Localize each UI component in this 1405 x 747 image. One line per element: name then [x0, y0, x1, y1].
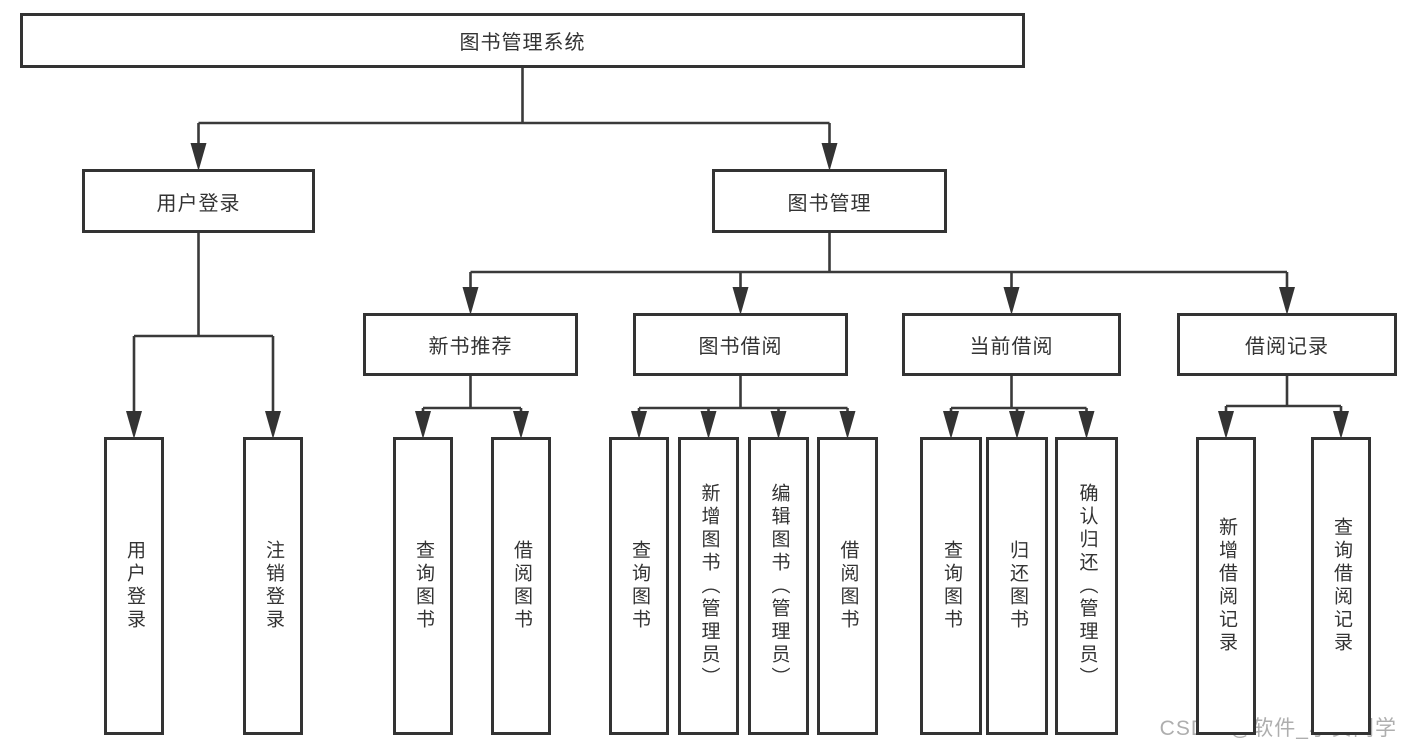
arrow-down-icon: [1078, 411, 1095, 439]
leaf-logout: 注销登录: [243, 437, 303, 735]
connector-from-current: [943, 376, 1095, 439]
arrow-down-icon: [1009, 411, 1025, 439]
connector-from-bookborrow: [631, 376, 856, 439]
leaf-query-books-1-label: 查询图书: [412, 540, 434, 632]
leaf-logout-label: 注销登录: [262, 540, 284, 632]
arrow-down-icon: [631, 411, 647, 439]
leaf-query-borrow-record-label: 查询借阅记录: [1330, 517, 1352, 655]
node-current-borrowing: 当前借阅: [902, 313, 1121, 376]
connector-from-root: [190, 68, 838, 171]
leaf-edit-book-admin-label: 编辑图书（管理员）: [768, 482, 790, 690]
leaf-query-borrow-record: 查询借阅记录: [1311, 437, 1371, 735]
connector-from-newbook: [415, 376, 529, 439]
node-user-login: 用户登录: [82, 169, 315, 233]
leaf-add-book-admin: 新增图书（管理员）: [678, 437, 739, 735]
leaf-query-books-2-label: 查询图书: [628, 540, 650, 632]
connector-from-records: [1218, 376, 1349, 439]
node-borrow-records-label: 借阅记录: [1245, 336, 1329, 358]
arrow-down-icon: [821, 143, 838, 171]
leaf-user-login-label: 用户登录: [123, 540, 145, 632]
arrow-down-icon: [462, 287, 479, 315]
arrow-down-icon: [513, 411, 529, 439]
arrow-down-icon: [770, 411, 787, 439]
leaf-query-books-3: 查询图书: [920, 437, 982, 735]
node-book-borrowing: 图书借阅: [633, 313, 848, 376]
connector-from-bookmgmt: [462, 233, 1295, 315]
node-new-book-recommend: 新书推荐: [363, 313, 578, 376]
leaf-add-borrow-record-label: 新增借阅记录: [1215, 517, 1237, 655]
leaf-edit-book-admin: 编辑图书（管理员）: [748, 437, 809, 735]
node-library-management-system: 图书管理系统: [20, 13, 1025, 68]
leaf-query-books-3-label: 查询图书: [940, 540, 962, 632]
leaf-add-book-admin-label: 新增图书（管理员）: [698, 482, 720, 690]
arrow-down-icon: [732, 287, 749, 315]
arrow-down-icon: [126, 411, 142, 439]
leaf-return-book: 归还图书: [986, 437, 1048, 735]
node-user-login-label: 用户登录: [156, 192, 241, 215]
leaf-query-books-2: 查询图书: [609, 437, 669, 735]
leaf-borrow-books-2: 借阅图书: [817, 437, 878, 735]
connector-from-login: [126, 233, 281, 439]
arrow-down-icon: [1003, 287, 1020, 315]
arrow-down-icon: [190, 143, 207, 171]
leaf-return-book-label: 归还图书: [1006, 540, 1028, 632]
leaf-borrow-books-1-label: 借阅图书: [510, 540, 532, 632]
arrow-down-icon: [1333, 411, 1349, 439]
arrow-down-icon: [839, 411, 856, 439]
node-current-borrowing-label: 当前借阅: [969, 336, 1054, 358]
arrow-down-icon: [943, 411, 959, 439]
node-book-management-label: 图书管理: [787, 192, 872, 215]
arrow-down-icon: [700, 411, 717, 439]
arrow-down-icon: [265, 411, 281, 439]
node-book-borrowing-label: 图书借阅: [698, 336, 783, 358]
leaf-borrow-books-1: 借阅图书: [491, 437, 551, 735]
leaf-confirm-return-admin-label: 确认归还（管理员）: [1076, 482, 1098, 690]
arrow-down-icon: [1279, 287, 1295, 315]
leaf-borrow-books-2-label: 借阅图书: [837, 540, 859, 632]
node-new-book-recommend-label: 新书推荐: [428, 336, 513, 358]
leaf-confirm-return-admin: 确认归还（管理员）: [1055, 437, 1118, 735]
node-book-management: 图书管理: [712, 169, 947, 233]
leaf-add-borrow-record: 新增借阅记录: [1196, 437, 1256, 735]
leaf-user-login: 用户登录: [104, 437, 164, 735]
node-library-management-system-label: 图书管理系统: [459, 32, 586, 54]
arrow-down-icon: [1218, 411, 1234, 439]
node-borrow-records: 借阅记录: [1177, 313, 1397, 376]
leaf-query-books-1: 查询图书: [393, 437, 453, 735]
arrow-down-icon: [415, 411, 431, 439]
